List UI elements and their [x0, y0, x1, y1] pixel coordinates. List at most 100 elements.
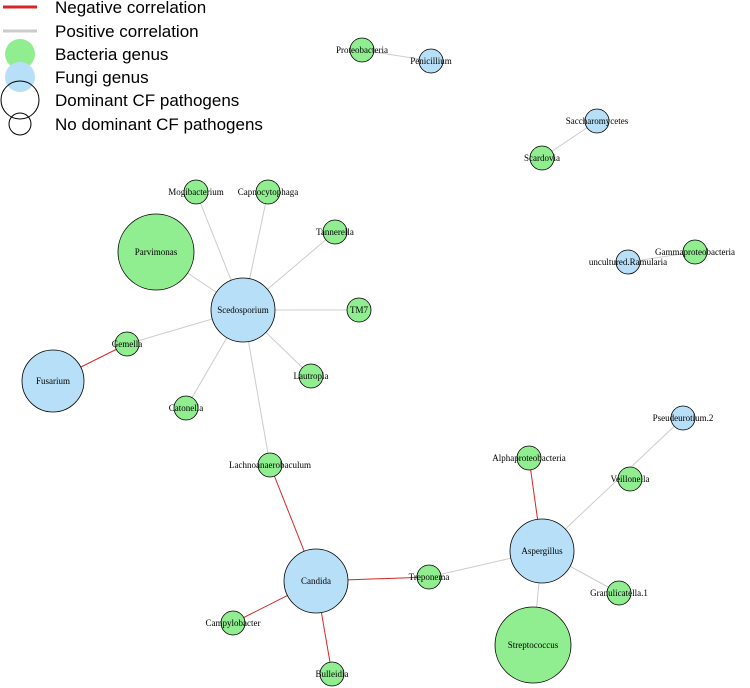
node-label: Gemella [112, 339, 143, 349]
node-tm7: TM7 [346, 297, 372, 323]
edges-layer [52, 49, 696, 675]
node-label: Mogibacterium [168, 187, 224, 197]
node-lachnoanaerobaculum: Lachnoanaerobaculum [229, 452, 311, 478]
node-pseudeurotium: Pseudeurotium.2 [653, 405, 714, 431]
node-circle [349, 37, 375, 63]
node-label: Aspergillus [521, 546, 563, 556]
legend-dominant-pathogens: Dominant CF pathogens [0, 80, 239, 120]
node-aspergillus: Aspergillus [509, 518, 575, 584]
nodes-layer: ProteobacteriaPenicilliumSaccharomycetes… [21, 37, 735, 687]
node-scardovia: Scardovia [524, 145, 560, 171]
node-label: Candida [301, 576, 331, 586]
node-proteobacteria: Proteobacteria [336, 37, 388, 63]
node-circle [606, 580, 632, 606]
legend-label: Negative correlation [55, 0, 206, 17]
node-scedosporium: Scedosporium [210, 277, 276, 343]
node-label: Veillonella [611, 474, 650, 484]
node-catonella: Catonella [169, 395, 204, 421]
node-label: Scardovia [524, 153, 560, 163]
node-label: Bulleidia [316, 669, 349, 679]
node-circle [346, 297, 372, 323]
node-label: Alphaproteobacteria [492, 453, 565, 463]
node-label: Fusarium [36, 376, 70, 386]
node-circle [670, 405, 696, 431]
node-bulleidia: Bulleidia [316, 661, 349, 687]
node-circle [416, 564, 442, 590]
legend-label: Dominant CF pathogens [55, 91, 239, 110]
node-circle [319, 661, 345, 687]
node-circle [220, 610, 246, 636]
node-circle [173, 395, 199, 421]
node-circle [617, 466, 643, 492]
node-treponema: Treponema [409, 564, 450, 590]
large-ring-swatch [0, 80, 40, 120]
node-circle [255, 179, 281, 205]
node-label: uncultured.Ramularia [589, 257, 667, 267]
node-label: Lautropia [294, 371, 329, 381]
node-gammaproteobacteria: Gammaproteobacteria [655, 239, 735, 265]
node-fusarium: Fusarium [21, 349, 85, 413]
node-label: Parvimonas [135, 247, 178, 257]
node-label: Catonella [169, 403, 204, 413]
node-circle [418, 48, 444, 74]
legend-label: Bacteria genus [55, 45, 168, 64]
node-circle [529, 145, 555, 171]
node-circle [21, 349, 85, 413]
bacteria-swatch [5, 39, 35, 69]
node-lautropia: Lautropia [294, 363, 329, 389]
node-granulicatella: Granulicatella.1 [590, 580, 648, 606]
node-tannerella: Tannerella [316, 219, 354, 245]
legend-label: No dominant CF pathogens [55, 115, 263, 134]
node-campylobacter: Campylobacter [206, 610, 261, 636]
legend: Negative correlation Positive correlatio… [0, 0, 263, 136]
node-capnocytophaga: Capnocytophaga [238, 179, 298, 205]
node-label: Campylobacter [206, 618, 261, 628]
node-circle [210, 277, 276, 343]
legend-no-dominant-pathogens: No dominant CF pathogens [8, 112, 263, 136]
legend-negative-correlation: Negative correlation [3, 0, 206, 17]
node-label: Capnocytophaga [238, 187, 298, 197]
node-streptococcus: Streptococcus [494, 606, 572, 684]
node-label: Saccharomycetes [566, 116, 629, 126]
node-label: Streptococcus [508, 640, 559, 650]
node-ramularia: uncultured.Ramularia [589, 249, 667, 275]
node-circle [584, 108, 610, 134]
legend-positive-correlation: Positive correlation [3, 22, 199, 41]
fungi-swatch [5, 62, 35, 92]
node-circle [183, 179, 209, 205]
node-label: Scedosporium [217, 305, 269, 315]
node-saccharomycetes: Saccharomycetes [566, 108, 629, 134]
node-circle [117, 213, 195, 291]
node-circle [516, 445, 542, 471]
node-circle [283, 548, 349, 614]
node-mogibacterium: Mogibacterium [168, 179, 224, 205]
node-circle [298, 363, 324, 389]
node-circle [682, 239, 708, 265]
node-circle [494, 606, 572, 684]
node-parvimonas: Parvimonas [117, 213, 195, 291]
node-label: Granulicatella.1 [590, 588, 648, 598]
node-label: Tannerella [316, 227, 354, 237]
small-ring-swatch [8, 112, 32, 136]
node-alphaproteobacteria: Alphaproteobacteria [492, 445, 566, 471]
legend-fungi-genus: Fungi genus [5, 62, 149, 92]
legend-bacteria-genus: Bacteria genus [5, 39, 168, 69]
node-penicillium: Penicillium [410, 48, 452, 74]
node-circle [114, 331, 140, 357]
node-circle [322, 219, 348, 245]
node-circle [257, 452, 283, 478]
legend-label: Positive correlation [55, 22, 199, 41]
node-circle [615, 249, 641, 275]
node-label: Pseudeurotium.2 [653, 413, 714, 423]
node-label: Lachnoanaerobaculum [229, 460, 311, 470]
node-gemella: Gemella [112, 331, 143, 357]
node-label: Penicillium [410, 56, 452, 66]
node-label: Proteobacteria [336, 45, 388, 55]
node-label: Gammaproteobacteria [655, 247, 735, 257]
node-label: TM7 [350, 305, 369, 315]
node-label: Treponema [409, 572, 450, 582]
node-circle [509, 518, 575, 584]
node-candida: Candida [283, 548, 349, 614]
legend-label: Fungi genus [55, 68, 149, 87]
